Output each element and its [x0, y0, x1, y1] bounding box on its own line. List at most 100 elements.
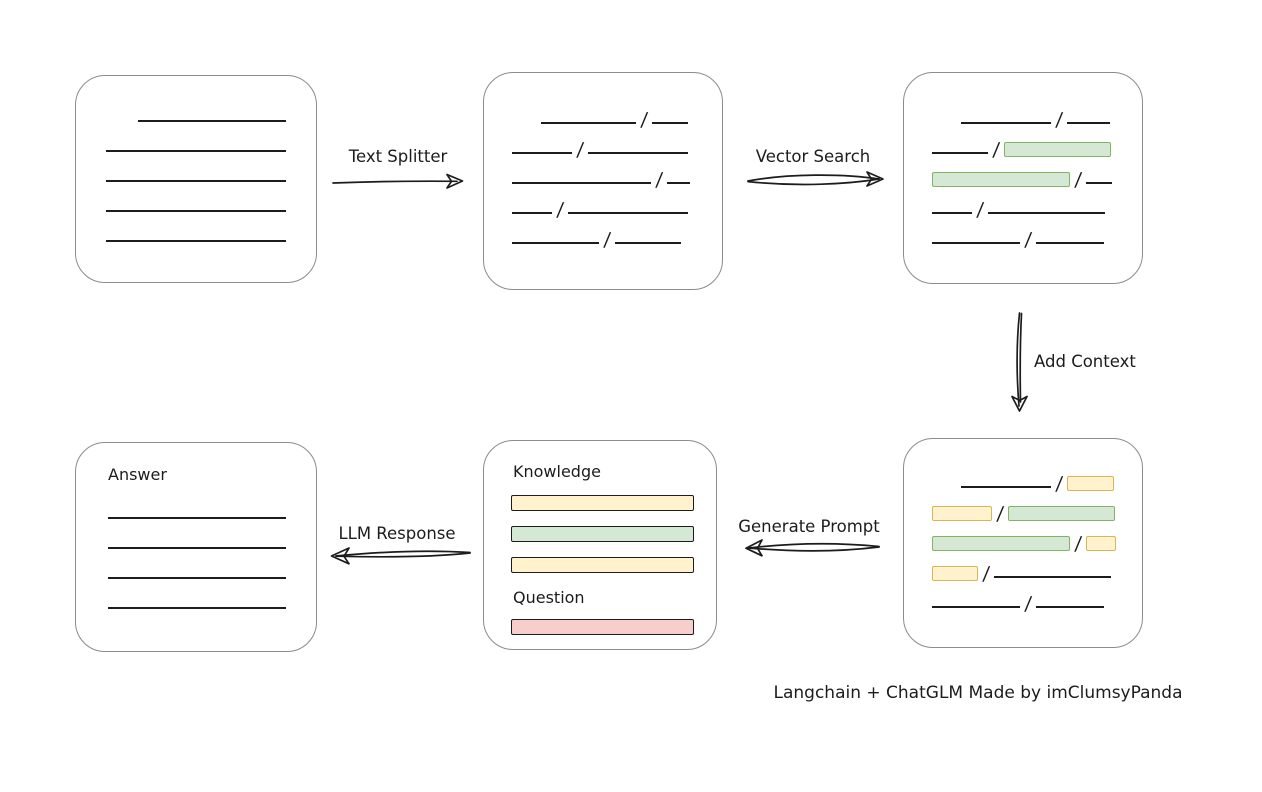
text-segment [1086, 182, 1113, 184]
yellow-bar [511, 495, 694, 511]
chunk-separator: / [1054, 109, 1064, 131]
add-context-arrow [1011, 312, 1028, 412]
text-segment [932, 606, 1020, 608]
red-bar [511, 619, 694, 635]
llm-response-arrow [330, 547, 471, 565]
chunk-row: / [512, 129, 722, 161]
chunk-row: / [932, 99, 1142, 131]
text-line [106, 180, 286, 182]
text-segment [512, 212, 552, 214]
text-segment [961, 122, 1051, 124]
chunk-row: / [512, 159, 722, 191]
chunk-row: / [932, 583, 1142, 615]
yellow-highlight-chunk [932, 506, 992, 521]
green-highlight-chunk [932, 172, 1070, 187]
chunk-separator: / [1023, 229, 1033, 251]
split-chunks-box: / / / / / [483, 72, 723, 290]
source-document-box [75, 75, 317, 283]
yellow-highlight-chunk [932, 566, 978, 581]
knowledge-label: Knowledge [513, 462, 601, 481]
chunk-separator: / [654, 169, 664, 191]
add-context-label: Add Context [1034, 352, 1136, 371]
vector-search-arrow [747, 171, 884, 187]
text-line [106, 210, 286, 212]
chunk-separator: / [991, 139, 1001, 161]
question-bars [511, 619, 694, 635]
chunk-row: / [932, 189, 1142, 221]
chunk-row: / [932, 523, 1142, 555]
text-segment [512, 242, 599, 244]
answer-box: Answer [75, 442, 317, 652]
chunk-separator: / [1073, 169, 1083, 191]
chunk-separator: / [575, 139, 585, 161]
text-segment [988, 212, 1106, 214]
yellow-highlight-chunk [1067, 476, 1115, 491]
split-chunk-rows: / / / / / [484, 73, 722, 251]
text-line [138, 120, 286, 122]
document-lines [76, 76, 316, 242]
vector-search-label: Vector Search [755, 147, 871, 166]
green-bar [511, 526, 694, 542]
chunk-separator: / [639, 109, 649, 131]
matched-chunks-box: / / / / / [903, 72, 1143, 284]
yellow-highlight-chunk [1086, 536, 1117, 551]
text-segment [541, 122, 636, 124]
chunk-row: / [512, 99, 722, 131]
text-segment [932, 212, 972, 214]
chunk-separator: / [1054, 473, 1064, 495]
chunk-row: / [932, 219, 1142, 251]
text-segment [994, 576, 1112, 578]
answer-lines [108, 517, 316, 609]
text-segment [1067, 122, 1111, 124]
text-segment [961, 486, 1051, 488]
text-line [108, 547, 286, 549]
green-highlight-chunk [932, 536, 1070, 551]
chunk-separator: / [981, 563, 991, 585]
text-line [108, 577, 286, 579]
chunk-separator: / [995, 503, 1005, 525]
text-segment [667, 182, 691, 184]
chunk-row: / [932, 129, 1142, 161]
text-splitter-arrow [332, 173, 464, 189]
text-line [108, 607, 286, 609]
chunk-row: / [512, 189, 722, 221]
generate-prompt-label: Generate Prompt [738, 517, 880, 536]
chunk-separator: / [602, 229, 612, 251]
green-highlight-chunk [1008, 506, 1116, 521]
prompt-content: Knowledge Question [484, 441, 716, 635]
text-segment [512, 152, 572, 154]
text-segment [512, 182, 651, 184]
text-segment [568, 212, 689, 214]
matched-chunk-rows: / / / / / [904, 73, 1142, 251]
answer-label: Answer [108, 465, 167, 484]
generate-prompt-arrow [745, 539, 880, 557]
text-line [108, 517, 286, 519]
chunk-row: / [932, 493, 1142, 525]
context-chunks-box: / / / / / [903, 438, 1143, 648]
context-chunk-rows: / / / / / [904, 439, 1142, 615]
text-line [106, 150, 286, 152]
chunk-row: / [932, 463, 1142, 495]
text-segment [932, 242, 1020, 244]
text-splitter-label: Text Splitter [348, 147, 448, 166]
chunk-separator: / [1073, 533, 1083, 555]
chunk-separator: / [975, 199, 985, 221]
chunk-separator: / [1023, 593, 1033, 615]
yellow-bar [511, 557, 694, 573]
text-segment [652, 122, 689, 124]
answer-content: Answer [76, 443, 316, 609]
text-line [106, 240, 286, 242]
text-segment [932, 152, 988, 154]
question-label: Question [513, 588, 585, 607]
chunk-row: / [932, 159, 1142, 191]
text-segment [588, 152, 689, 154]
chunk-separator: / [555, 199, 565, 221]
chunk-row: / [932, 553, 1142, 585]
text-segment [1036, 606, 1105, 608]
green-highlight-chunk [1004, 142, 1112, 157]
text-segment [615, 242, 682, 244]
knowledge-bars [511, 495, 694, 573]
text-segment [1036, 242, 1105, 244]
chunk-row: / [512, 219, 722, 251]
